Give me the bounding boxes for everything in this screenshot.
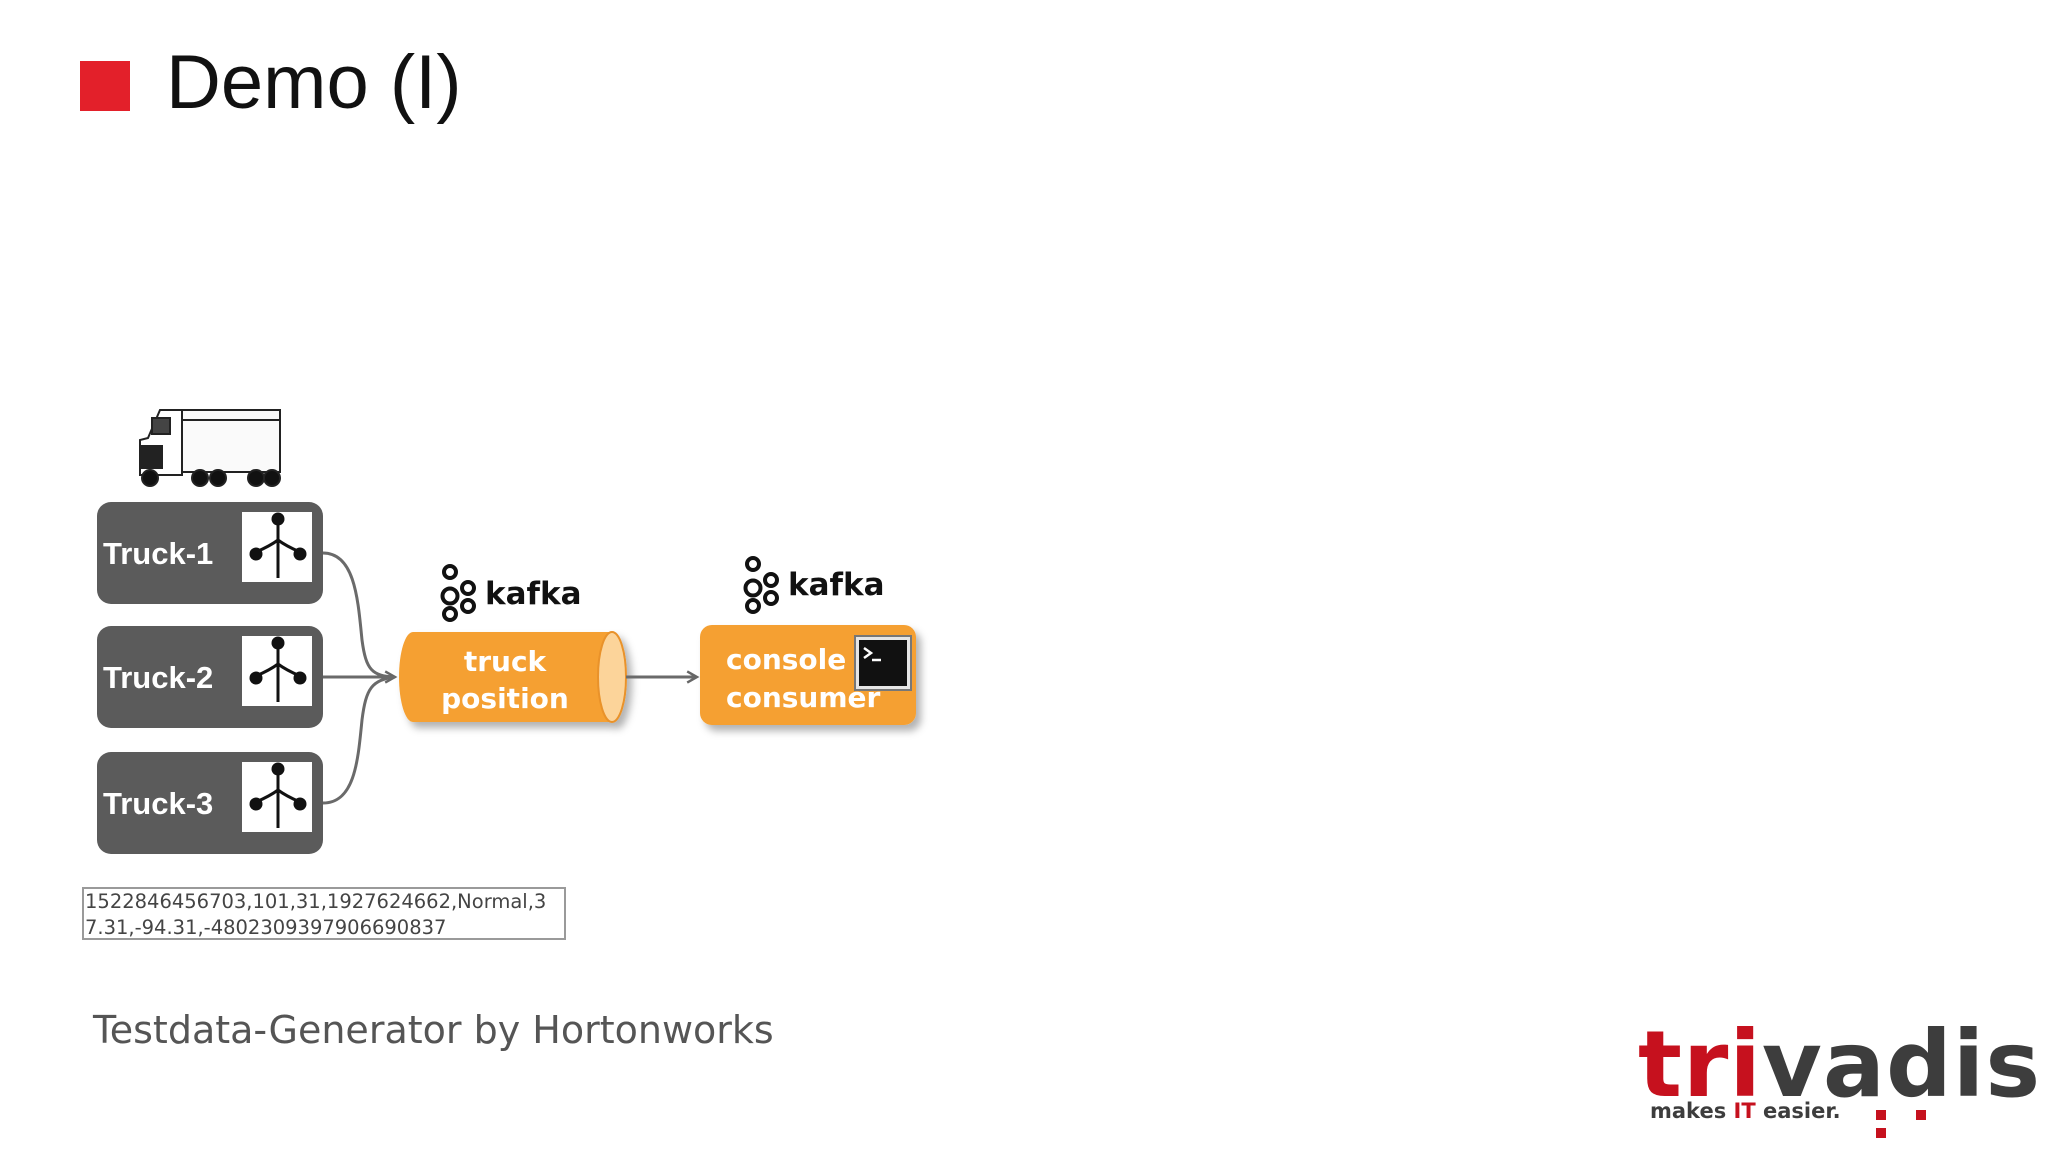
producer-label: Truck-1 [103, 536, 213, 571]
producer-truck-2: Truck-2 [97, 626, 323, 728]
kafka-logo: kafka [746, 558, 885, 612]
console-consumer: console consumer [700, 625, 916, 725]
producer-label: Truck-3 [103, 786, 213, 821]
consumer-label-line1: console [726, 643, 846, 676]
connector-truck-1 [323, 553, 395, 677]
producer-icon [242, 762, 312, 832]
topic-label-line1: truck [464, 645, 548, 678]
producer-truck-3: Truck-3 [97, 752, 323, 854]
topic-label-line2: position [441, 682, 569, 715]
producer-icon [242, 636, 312, 706]
trivadis-logo: trivadis makes IT easier. [1638, 1015, 1978, 1125]
kafka-logo: kafka [443, 566, 582, 620]
producer-connectors [323, 553, 395, 803]
logo-dots [1876, 1107, 1978, 1143]
terminal-icon [855, 636, 911, 690]
sample-record: 1522846456703,101,31,1927624662,Normal,3… [82, 887, 566, 940]
producer-icon [242, 512, 312, 582]
kafka-wordmark: kafka [485, 576, 582, 612]
slide-subtitle: Testdata-Generator by Hortonworks [93, 1008, 774, 1052]
connector-truck-3 [323, 677, 395, 803]
truck-icon [140, 410, 280, 486]
kafka-wordmark: kafka [788, 567, 885, 603]
producer-label: Truck-2 [103, 660, 213, 695]
logo-tagline: makes IT easier. [1650, 1099, 1841, 1123]
producer-truck-1: Truck-1 [97, 502, 323, 604]
